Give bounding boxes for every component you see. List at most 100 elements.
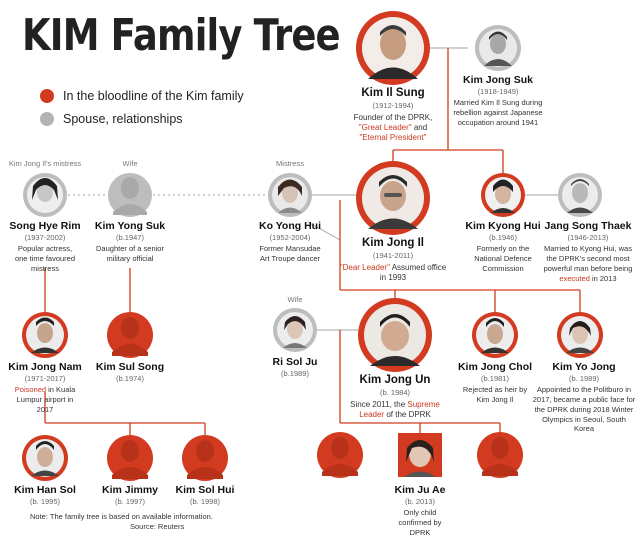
label-mistress-kyh: Mistress	[276, 159, 304, 168]
person-name: Kim Kyong Hui	[465, 220, 541, 232]
person-kim-jong-il: Kim Jong Il (1941-2011) "Dear Leader" As…	[338, 237, 448, 283]
portrait-kim-jong-suk	[475, 25, 521, 71]
person-kim-yong-suk: Kim Yong Suk (b.1947) Daughter of a seni…	[90, 220, 170, 264]
person-years: (b. 1989)	[568, 373, 600, 383]
desc-text: in Kuala Lumpur airport in 2017	[16, 385, 76, 414]
portrait-kju-child-3	[477, 432, 523, 478]
person-years: (b. 1995)	[29, 496, 61, 506]
desc-text: Since 2011, the	[350, 399, 408, 409]
person-desc: Former Mansudae Art Troupe dancer	[259, 244, 321, 264]
legend-dot-gray	[40, 112, 54, 126]
person-ko-yong-hui: Ko Yong Hui (1952-2004) Former Mansudae …	[250, 220, 330, 264]
person-years: (b.1989)	[281, 368, 309, 378]
person-name: Kim Sol Hui	[175, 484, 235, 496]
person-kim-yo-jong: Kim Yo Jong (b. 1989) Appointed to the P…	[532, 361, 636, 434]
person-desc: Married to Kyong Hui, was the DPRK's sec…	[538, 244, 638, 283]
person-years: (1941-2011)	[372, 250, 414, 260]
portrait-kim-jong-un	[358, 298, 432, 372]
person-name: Kim Sul Song	[95, 361, 165, 373]
person-kim-jong-chol: Kim Jong Chol (b.1981) Rejected as heir …	[455, 361, 535, 405]
person-desc: Poisoned in Kuala Lumpur airport in 2017	[5, 385, 85, 414]
portrait-kju-child-1	[317, 432, 363, 478]
portrait-kim-yo-jong	[557, 312, 603, 358]
legend-spouse: Spouse, relationships	[40, 112, 183, 126]
person-years: (1952-2004)	[269, 232, 311, 242]
portrait-kim-sol-hui	[182, 435, 228, 481]
person-name: Kim Yo Jong	[552, 361, 616, 373]
person-years: (b. 1997)	[114, 496, 146, 506]
portrait-jang-song-thaek	[558, 173, 602, 217]
person-desc: Only child confirmed by DPRK	[398, 508, 442, 537]
person-name: Jang Song Thaek	[544, 220, 632, 232]
person-desc: "Dear Leader" Assumed office in 1993	[338, 263, 448, 284]
person-desc: Appointed to the Politburo in 2017, beca…	[532, 385, 636, 434]
desc-text: Married to Kyong Hui, was the DPRK's sec…	[543, 244, 633, 273]
person-kim-sul-song: Kim Sul Song (b.1974)	[90, 361, 170, 383]
person-years: (1918-1949)	[477, 86, 519, 96]
person-name: Ko Yong Hui	[258, 220, 322, 232]
label-wife-kji: Wife	[122, 159, 138, 168]
person-name: Ri Sol Ju	[272, 356, 318, 368]
person-kim-jimmy: Kim Jimmy (b. 1997)	[90, 484, 170, 506]
desc-text: of the DPRK	[384, 409, 431, 419]
portrait-song-hye-rim	[23, 173, 67, 217]
label-mistress-kji: Kim Jong Il's mistress	[8, 159, 82, 168]
person-desc: Since 2011, the Supreme Leader of the DP…	[345, 400, 445, 421]
page-title: KIM Family Tree	[22, 10, 341, 61]
person-years: (b. 1998)	[189, 496, 221, 506]
link-kyh-down	[307, 221, 341, 241]
portrait-kim-jimmy	[107, 435, 153, 481]
person-kim-jong-suk: Kim Jong Suk (1918-1949) Married Kim Il …	[453, 74, 542, 128]
footer-note: Note: The family tree is based on availa…	[30, 512, 213, 521]
person-years: (1946-2013)	[567, 232, 609, 242]
desc-highlight: "Dear Leader"	[339, 262, 390, 272]
portrait-kim-jong-chol	[472, 312, 518, 358]
desc-text: Founder of the DPRK,	[353, 112, 433, 122]
person-desc: Popular actress, one time favoured mistr…	[14, 244, 76, 273]
person-desc: Formerly on the National Defence Commiss…	[474, 244, 532, 273]
person-name: Kim Jong Il	[362, 237, 424, 249]
person-song-hye-rim: Song Hye Rim (1937-2002) Popular actress…	[5, 220, 85, 274]
portrait-ri-sol-ju	[273, 308, 317, 352]
person-years: (b.1946)	[489, 232, 517, 242]
person-name: Kim Jimmy	[101, 484, 159, 496]
person-kim-sol-hui: Kim Sol Hui (b. 1998)	[165, 484, 245, 506]
person-name: Kim Yong Suk	[94, 220, 166, 232]
person-name: Kim Jong Chol	[457, 361, 533, 373]
legend-label: In the bloodline of the Kim family	[63, 89, 244, 103]
label-wife-kju: Wife	[287, 295, 303, 304]
person-name: Kim Jong Nam	[8, 361, 82, 373]
person-kim-han-sol: Kim Han Sol (b. 1995)	[5, 484, 85, 506]
person-desc: Rejected as heir by Kim Jong Il	[462, 385, 528, 405]
desc-highlight: "Eternal President"	[359, 133, 427, 143]
person-years: (b. 1984)	[379, 387, 411, 397]
portrait-ko-yong-hui	[268, 173, 312, 217]
person-years: (1937-2002)	[24, 232, 66, 242]
person-name: Kim Il Sung	[361, 87, 425, 99]
desc-highlight: executed	[559, 273, 590, 283]
person-kim-ju-ae: Kim Ju Ae (b. 2013) Only child confirmed…	[380, 484, 460, 538]
desc-text: Assumed office in 1993	[379, 262, 447, 282]
person-name: Kim Ju Ae	[394, 484, 446, 496]
portrait-kim-jong-il	[356, 161, 430, 235]
portrait-kim-ju-ae	[398, 433, 442, 477]
person-desc: Founder of the DPRK, "Great Leader" and …	[333, 113, 453, 144]
person-kim-kyong-hui: Kim Kyong Hui (b.1946) Formerly on the N…	[463, 220, 543, 274]
person-desc: Daughter of a senior military official	[96, 244, 164, 264]
portrait-kim-yong-suk	[108, 173, 152, 217]
person-ri-sol-ju: Ri Sol Ju (b.1989)	[255, 356, 335, 378]
portrait-kim-jong-nam	[22, 312, 68, 358]
portrait-kim-il-sung	[356, 11, 430, 85]
desc-highlight: Poisoned	[14, 385, 47, 395]
legend-bloodline: In the bloodline of the Kim family	[40, 89, 244, 103]
person-years: (b.1981)	[481, 373, 509, 383]
person-name: Kim Han Sol	[14, 484, 76, 496]
desc-text: in 2013	[589, 273, 617, 283]
desc-text: and	[411, 122, 428, 132]
person-desc: Married Kim Il Sung during rebellion aga…	[453, 98, 543, 127]
portrait-kim-sul-song	[107, 312, 153, 358]
person-kim-jong-nam: Kim Jong Nam (1971-2017) Poisoned in Kua…	[5, 361, 85, 415]
portrait-kim-kyong-hui	[481, 173, 525, 217]
